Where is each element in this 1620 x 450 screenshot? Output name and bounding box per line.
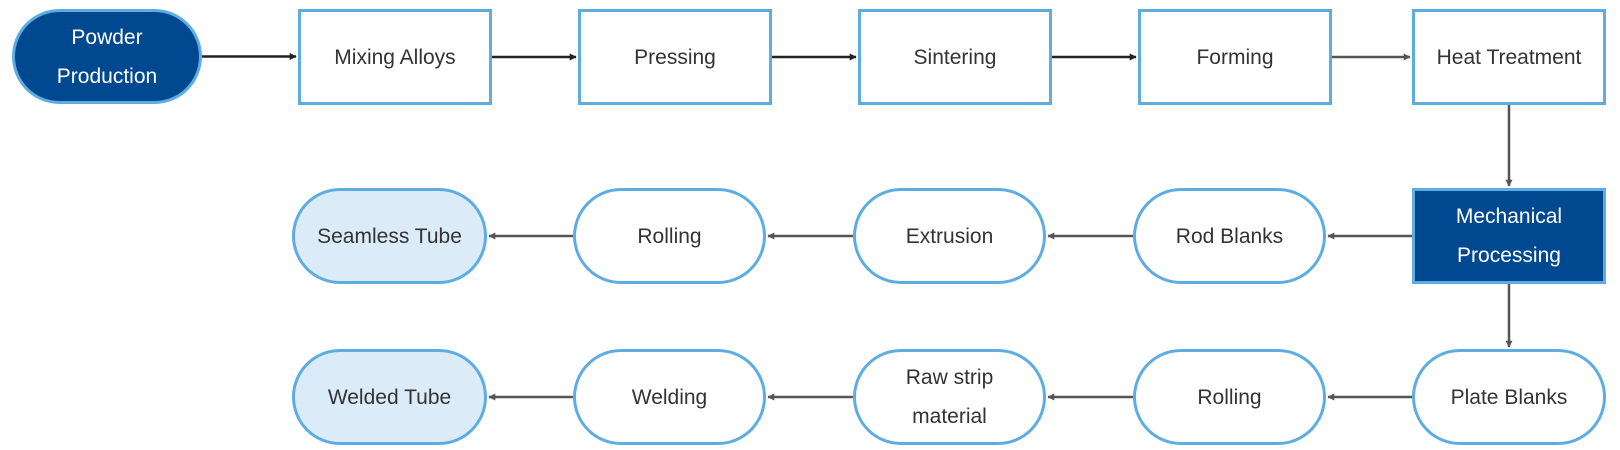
node-welded-tube: Welded Tube <box>292 349 487 445</box>
node-label: Pressing <box>634 45 716 69</box>
node-label: Welding <box>631 385 708 409</box>
node-extrusion: Extrusion <box>853 188 1046 284</box>
node-mixing-alloys: Mixing Alloys <box>298 9 492 105</box>
node-label: Extrusion <box>905 224 994 248</box>
node-heat-treatment: Heat Treatment <box>1412 9 1606 105</box>
node-plate-blanks: Plate Blanks <box>1412 349 1606 445</box>
node-rolling-plate: Rolling <box>1133 349 1326 445</box>
node-label: Mixing Alloys <box>334 45 456 69</box>
node-sintering: Sintering <box>858 9 1052 105</box>
node-label: Heat Treatment <box>1436 45 1582 69</box>
node-label: Sintering <box>913 45 997 69</box>
node-rolling-rod: Rolling <box>573 188 766 284</box>
node-pressing: Pressing <box>578 9 772 105</box>
node-label: Raw strip material <box>905 366 994 428</box>
node-label: Rod Blanks <box>1175 224 1284 248</box>
node-label: Forming <box>1196 45 1274 69</box>
node-forming: Forming <box>1138 9 1332 105</box>
node-seamless-tube: Seamless Tube <box>292 188 487 284</box>
node-welding: Welding <box>573 349 766 445</box>
node-mechanical-processing: Mechanical Processing <box>1412 188 1606 284</box>
node-label: Powder Production <box>56 25 158 88</box>
node-label: Welded Tube <box>327 385 452 409</box>
node-label: Plate Blanks <box>1450 385 1568 409</box>
node-label: Rolling <box>1197 385 1262 409</box>
node-label: Seamless Tube <box>317 224 462 248</box>
node-rod-blanks: Rod Blanks <box>1133 188 1326 284</box>
node-raw-strip-material: Raw strip material <box>853 349 1046 445</box>
node-label: Mechanical Processing <box>1455 205 1563 267</box>
node-powder-production: Powder Production <box>12 9 202 104</box>
node-label: Rolling <box>637 224 702 248</box>
